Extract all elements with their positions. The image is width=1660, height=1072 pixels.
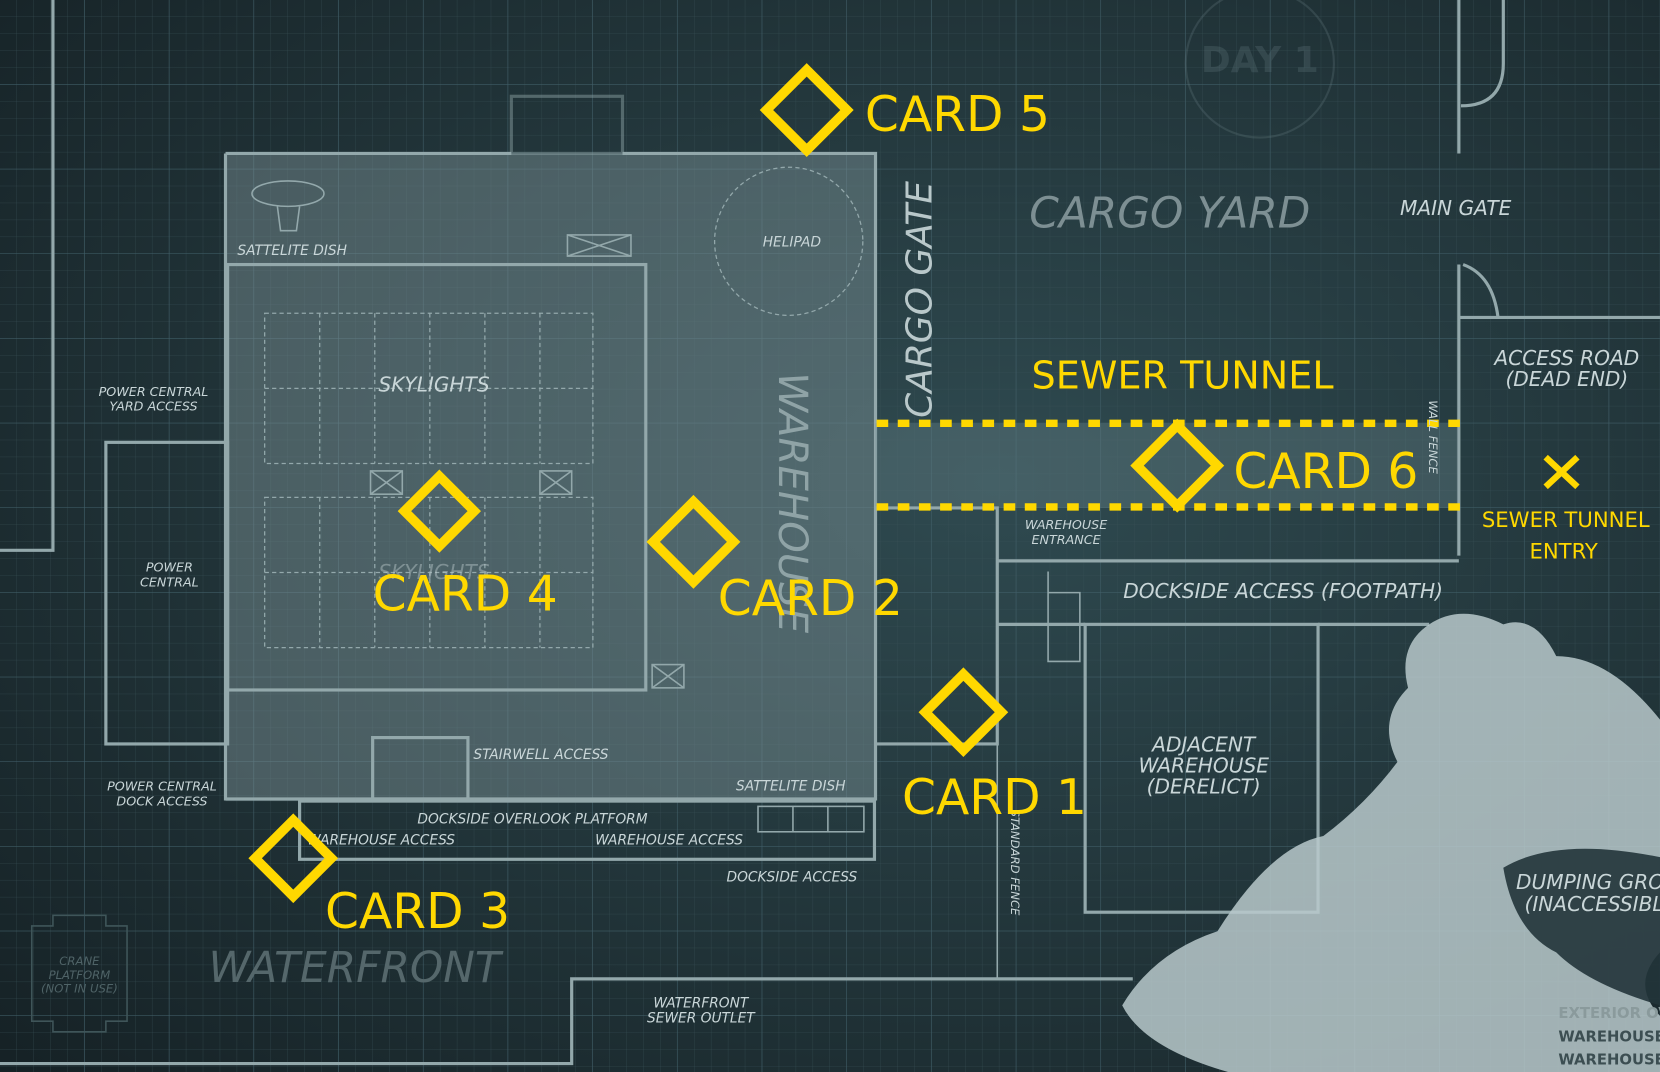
label-crane-platform-3: (NOT IN USE)	[41, 982, 118, 996]
label-power-central: POWER	[146, 559, 193, 574]
diamond-icon	[759, 63, 854, 158]
label-access-road: ACCESS ROAD	[1492, 346, 1639, 370]
label-power-central-yard-2: YARD ACCESS	[109, 399, 197, 414]
label-crane-platform-2: PLATFORM	[49, 968, 111, 982]
view-legend: EXTERIOR OVERVIEW WAREHOUSE ROOF WAREHOU…	[1558, 1005, 1660, 1069]
perimeter-walls	[0, 0, 1660, 556]
label-satellite-dish: SATTELITE DISH	[237, 243, 347, 259]
label-crane-platform: CRANE	[59, 954, 100, 968]
label-warehouse-entrance: WAREHOUSE	[1025, 517, 1107, 532]
waterfront-wall	[0, 977, 1133, 1066]
sewer-tunnel-lines	[876, 419, 1464, 511]
card-marker-4[interactable]: CARD 4	[373, 469, 558, 623]
card-label: CARD 5	[865, 87, 1050, 143]
sewer-entry-x-icon[interactable]	[1543, 454, 1580, 490]
diamond-icon	[1130, 418, 1225, 513]
legend-warehouse-roof[interactable]: WAREHOUSE ROOF	[1558, 1028, 1660, 1045]
label-footpath: DOCKSIDE ACCESS (FOOTPATH)	[1123, 579, 1443, 603]
legend-warehouse-top[interactable]: WAREHOUSE TOP	[1558, 1052, 1660, 1069]
label-sewer-entry-2: ENTRY	[1529, 539, 1597, 564]
label-skylights-2: SKYLIGHTS	[378, 560, 489, 584]
label-satellite-dish-2: SATTELITE DISH	[736, 779, 846, 795]
day-watermark: DAY 1	[1184, 0, 1335, 139]
label-warehouse-entrance-2: ENTRANCE	[1032, 532, 1101, 547]
label-cargo-gate: CARGO GATE	[900, 181, 941, 418]
label-power-central-2: CENTRAL	[140, 574, 199, 589]
label-power-central-dock: POWER CENTRAL	[107, 779, 217, 794]
label-sewer-outlet: WATERFRONT	[653, 995, 750, 1011]
crane-platform	[30, 914, 128, 1033]
label-sewer-outlet-2: SEWER OUTLET	[647, 1010, 756, 1026]
label-adjacent-warehouse-2: WAREHOUSE	[1138, 754, 1269, 778]
card-marker-6[interactable]: CARD 6	[1130, 418, 1418, 513]
label-wall-fence: WALL FENCE	[1426, 400, 1440, 474]
label-sewer-entry: SEWER TUNNEL	[1482, 507, 1650, 532]
label-cargo-yard: CARGO YARD	[1029, 189, 1310, 238]
card-marker-1[interactable]: CARD 1	[902, 667, 1087, 826]
legend-exterior-overview[interactable]: EXTERIOR OVERVIEW	[1558, 1005, 1660, 1022]
label-dockside-access: DOCKSIDE ACCESS	[727, 870, 858, 886]
diamond-icon	[397, 469, 482, 553]
adjacent-warehouse	[1083, 622, 1320, 914]
card-label: CARD 6	[1233, 444, 1418, 500]
stairs	[996, 560, 1081, 979]
label-power-central-yard: POWER CENTRAL	[99, 384, 209, 399]
label-warehouse-access-2: WAREHOUSE ACCESS	[595, 832, 743, 848]
label-helipad: HELIPAD	[763, 235, 821, 251]
label-power-central-dock-2: DOCK ACCESS	[116, 793, 207, 808]
label-waterfront: WATERFRONT	[209, 943, 504, 992]
card-marker-3[interactable]: CARD 3	[248, 813, 510, 940]
card-label: CARD 2	[718, 571, 903, 627]
label-main-gate: MAIN GATE	[1400, 196, 1512, 220]
diamond-icon	[248, 813, 339, 904]
card-marker-5[interactable]: CARD 5	[759, 63, 1050, 158]
warehouse-building	[104, 94, 878, 861]
label-warehouse-access: WAREHOUSE ACCESS	[307, 832, 455, 848]
label-adjacent-warehouse-3: (DERELICT)	[1147, 775, 1261, 799]
label-dumping-ground: DUMPING GROUND	[1516, 870, 1660, 894]
svg-text:DAY 1: DAY 1	[1201, 40, 1319, 81]
card-marker-2[interactable]: CARD 2	[646, 494, 903, 627]
label-stairwell-access: STAIRWELL ACCESS	[473, 747, 608, 763]
label-dumping-ground-2: (INACCESSIBLE)	[1524, 892, 1660, 916]
label-standard-fence: STANDARD FENCE	[1008, 810, 1022, 917]
diamond-icon	[646, 494, 741, 589]
label-skylights: SKYLIGHTS	[378, 373, 489, 397]
label-adjacent-warehouse: ADJACENT	[1150, 732, 1257, 756]
label-sewer-tunnel: SEWER TUNNEL	[1032, 353, 1335, 397]
card-label: CARD 1	[902, 770, 1087, 826]
foliage	[1122, 613, 1660, 1072]
card-label: CARD 4	[373, 567, 558, 623]
card-label: CARD 3	[325, 884, 510, 940]
label-access-road-note: (DEAD END)	[1505, 367, 1628, 391]
label-warehouse: WAREHOUSE	[769, 372, 815, 633]
label-dockside-overlook: DOCKSIDE OVERLOOK PLATFORM	[417, 811, 647, 827]
diamond-icon	[918, 667, 1009, 758]
